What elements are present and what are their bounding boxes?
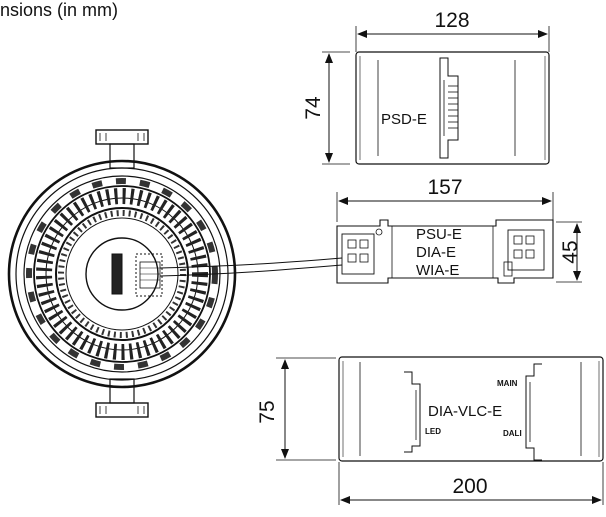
dia-vlc-height-label: 75	[256, 400, 279, 423]
psu-label-line-3: WIA-E	[416, 262, 459, 279]
diagram-title: nsions (in mm)	[0, 0, 118, 20]
dia-vlc-e-label: DIA-VLC-E	[428, 403, 502, 420]
connection-cable	[159, 257, 343, 277]
psu-height-label: 45	[559, 240, 582, 263]
psu-label-line-2: DIA-E	[416, 244, 456, 261]
dali-port-label: DALI	[503, 429, 522, 438]
psd-height-label: 74	[302, 96, 325, 120]
dia-vlc-e-unit	[276, 356, 604, 505]
led-port-label: LED	[425, 427, 441, 436]
main-port-label: MAIN	[497, 379, 518, 388]
psu-e-unit	[336, 192, 582, 284]
psu-width-label: 157	[427, 176, 462, 199]
psd-e-label: PSD-E	[381, 111, 427, 128]
psu-label-line-1: PSU-E	[416, 226, 462, 243]
downlight-fixture-drawing	[7, 129, 237, 418]
psd-width-label: 128	[434, 9, 469, 32]
psd-e-unit	[322, 26, 550, 165]
dia-vlc-width-label: 200	[452, 475, 487, 498]
